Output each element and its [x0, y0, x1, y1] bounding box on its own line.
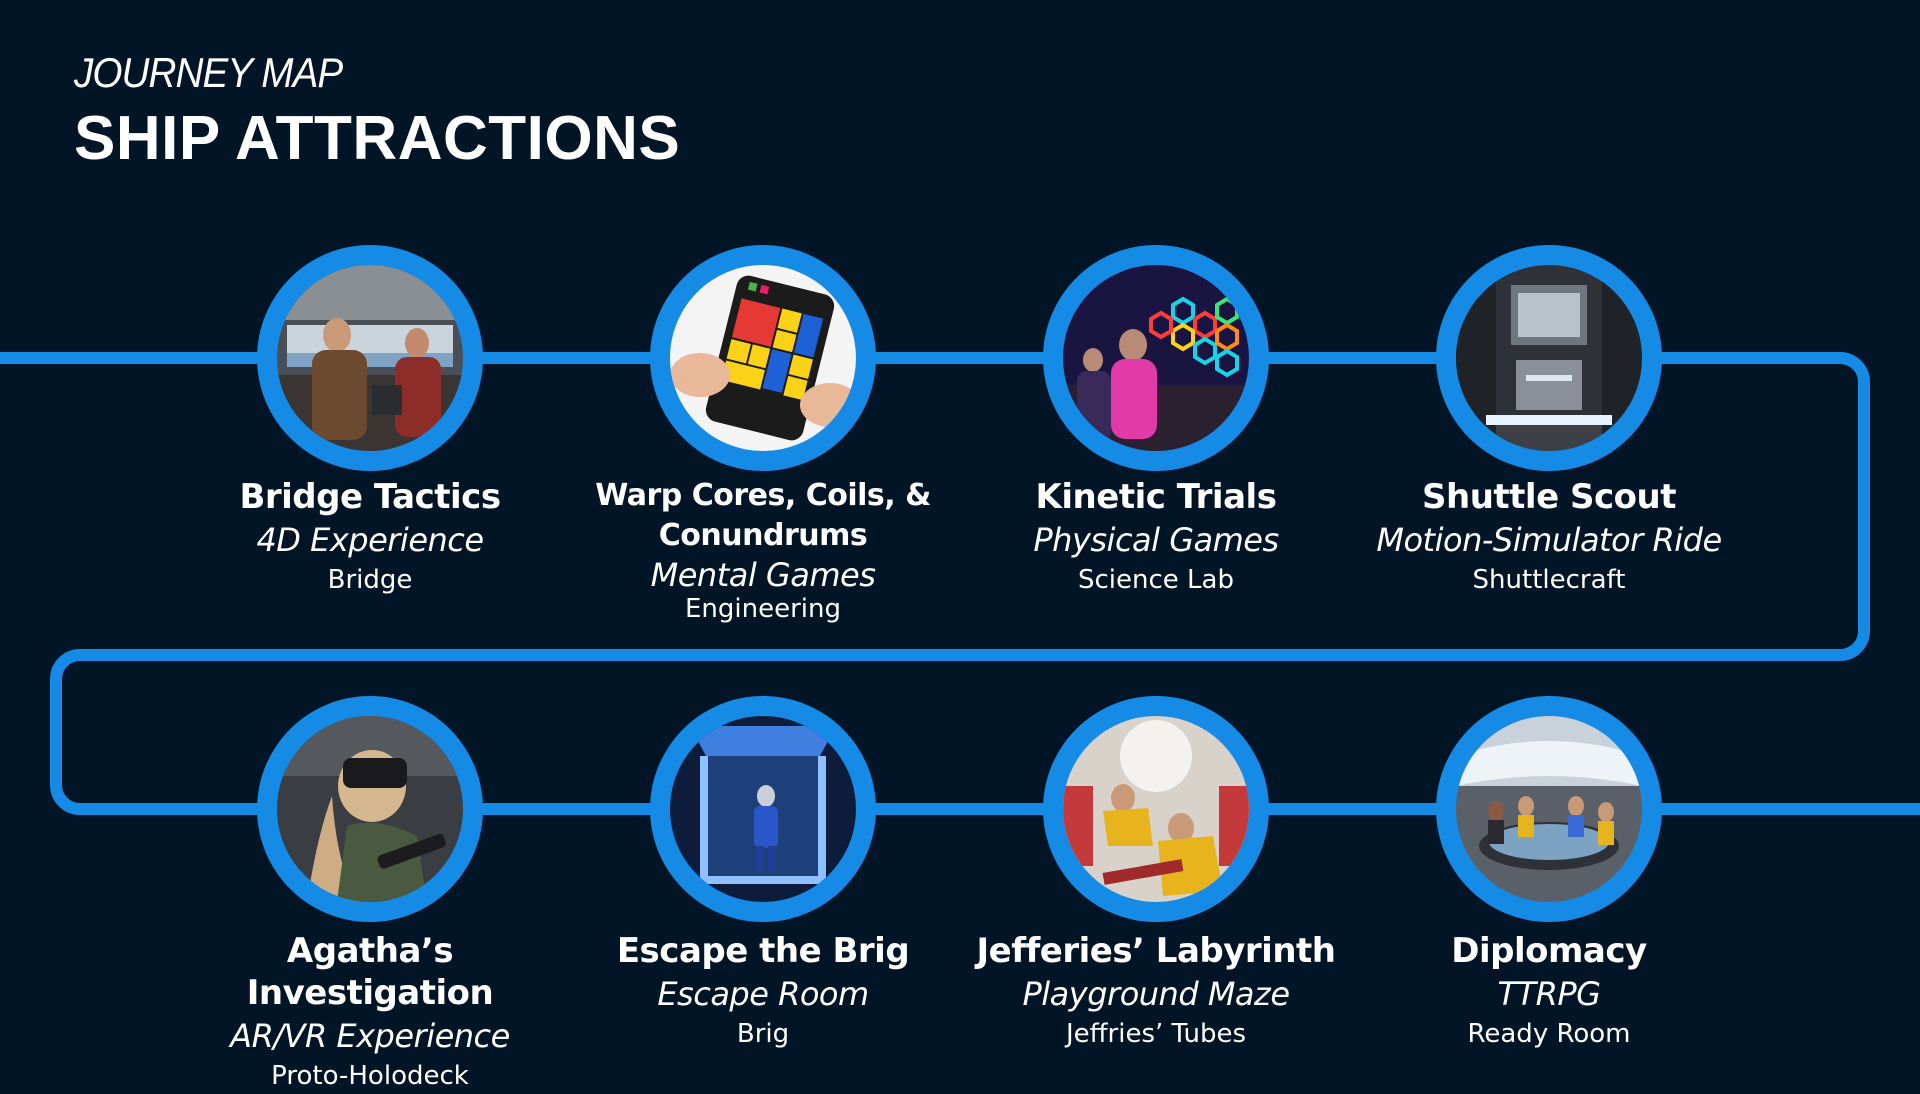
attraction-type: AR/VR Experience — [230, 1017, 510, 1055]
attraction-card-4[interactable]: Shuttle Scout Motion-Simulator Ride Shut… — [1369, 476, 1729, 598]
attraction-name: Jefferies’ Labyrinth — [976, 931, 1336, 971]
starship-bridge-crew-photo — [277, 265, 463, 451]
vr-headset-player-photo — [277, 716, 463, 902]
attraction-type: Escape Room — [657, 975, 869, 1013]
attraction-name: Warp Cores, Coils, & Conundrums — [595, 478, 931, 553]
attraction-type: 4D Experience — [256, 521, 484, 559]
page-title: SHIP ATTRACTIONS — [74, 104, 681, 173]
attraction-type: Mental Games — [650, 556, 876, 594]
attraction-4-image — [1436, 245, 1662, 471]
attraction-location: Bridge — [327, 565, 413, 595]
attraction-location: Engineering — [685, 594, 841, 624]
attraction-card-7[interactable]: Jefferies’ Labyrinth Playground Maze Jef… — [976, 930, 1336, 1052]
attraction-6-image — [650, 696, 876, 922]
attraction-name: Kinetic Trials — [1035, 477, 1277, 517]
attraction-location: Jeffries’ Tubes — [1065, 1019, 1247, 1049]
attraction-type: Motion-Simulator Ride — [1376, 521, 1722, 559]
attraction-card-1[interactable]: Bridge Tactics 4D Experience Bridge — [190, 476, 550, 598]
attraction-card-3[interactable]: Kinetic Trials Physical Games Science La… — [976, 476, 1336, 598]
attraction-location: Proto-Holodeck — [271, 1061, 469, 1091]
attraction-5-image — [257, 696, 483, 922]
attraction-card-2[interactable]: Warp Cores, Coils, & Conundrums Mental G… — [583, 476, 943, 624]
shuttle-cockpit-photo — [1456, 265, 1642, 451]
attraction-1-image — [257, 245, 483, 471]
attraction-card-6[interactable]: Escape the Brig Escape Room Brig — [583, 930, 943, 1052]
attraction-name: Agatha’s Investigation — [246, 931, 494, 1013]
attraction-3-image — [1043, 245, 1269, 471]
attraction-type: Physical Games — [1033, 521, 1279, 559]
journey-map-label: JOURNEY MAP — [74, 49, 343, 96]
attraction-type: TTRPG — [1497, 975, 1601, 1013]
attraction-8-image — [1436, 696, 1662, 922]
attraction-name: Shuttle Scout — [1422, 477, 1676, 517]
jefferies-tube-crawl-photo — [1063, 716, 1249, 902]
attraction-7-image — [1043, 696, 1269, 922]
attraction-location: Brig — [736, 1019, 790, 1049]
attraction-2-image — [650, 245, 876, 471]
attraction-name: Diplomacy — [1451, 931, 1647, 971]
attraction-name: Bridge Tactics — [239, 477, 501, 517]
ready-room-table-photo — [1456, 716, 1642, 902]
attraction-location: Science Lab — [1078, 565, 1234, 595]
attraction-card-8[interactable]: Diplomacy TTRPG Ready Room — [1369, 930, 1729, 1052]
journey-path-line — [0, 352, 1920, 815]
attraction-type: Playground Maze — [1022, 975, 1290, 1013]
hexagon-light-wall-game-photo — [1063, 265, 1249, 451]
sliding-block-puzzle-photo — [670, 265, 856, 451]
attraction-name: Escape the Brig — [616, 931, 910, 971]
attraction-location: Ready Room — [1467, 1019, 1631, 1049]
attraction-card-5[interactable]: Agatha’s Investigation AR/VR Experience … — [190, 930, 550, 1094]
attraction-location: Shuttlecraft — [1472, 565, 1626, 595]
brig-cell-photo — [670, 716, 856, 902]
